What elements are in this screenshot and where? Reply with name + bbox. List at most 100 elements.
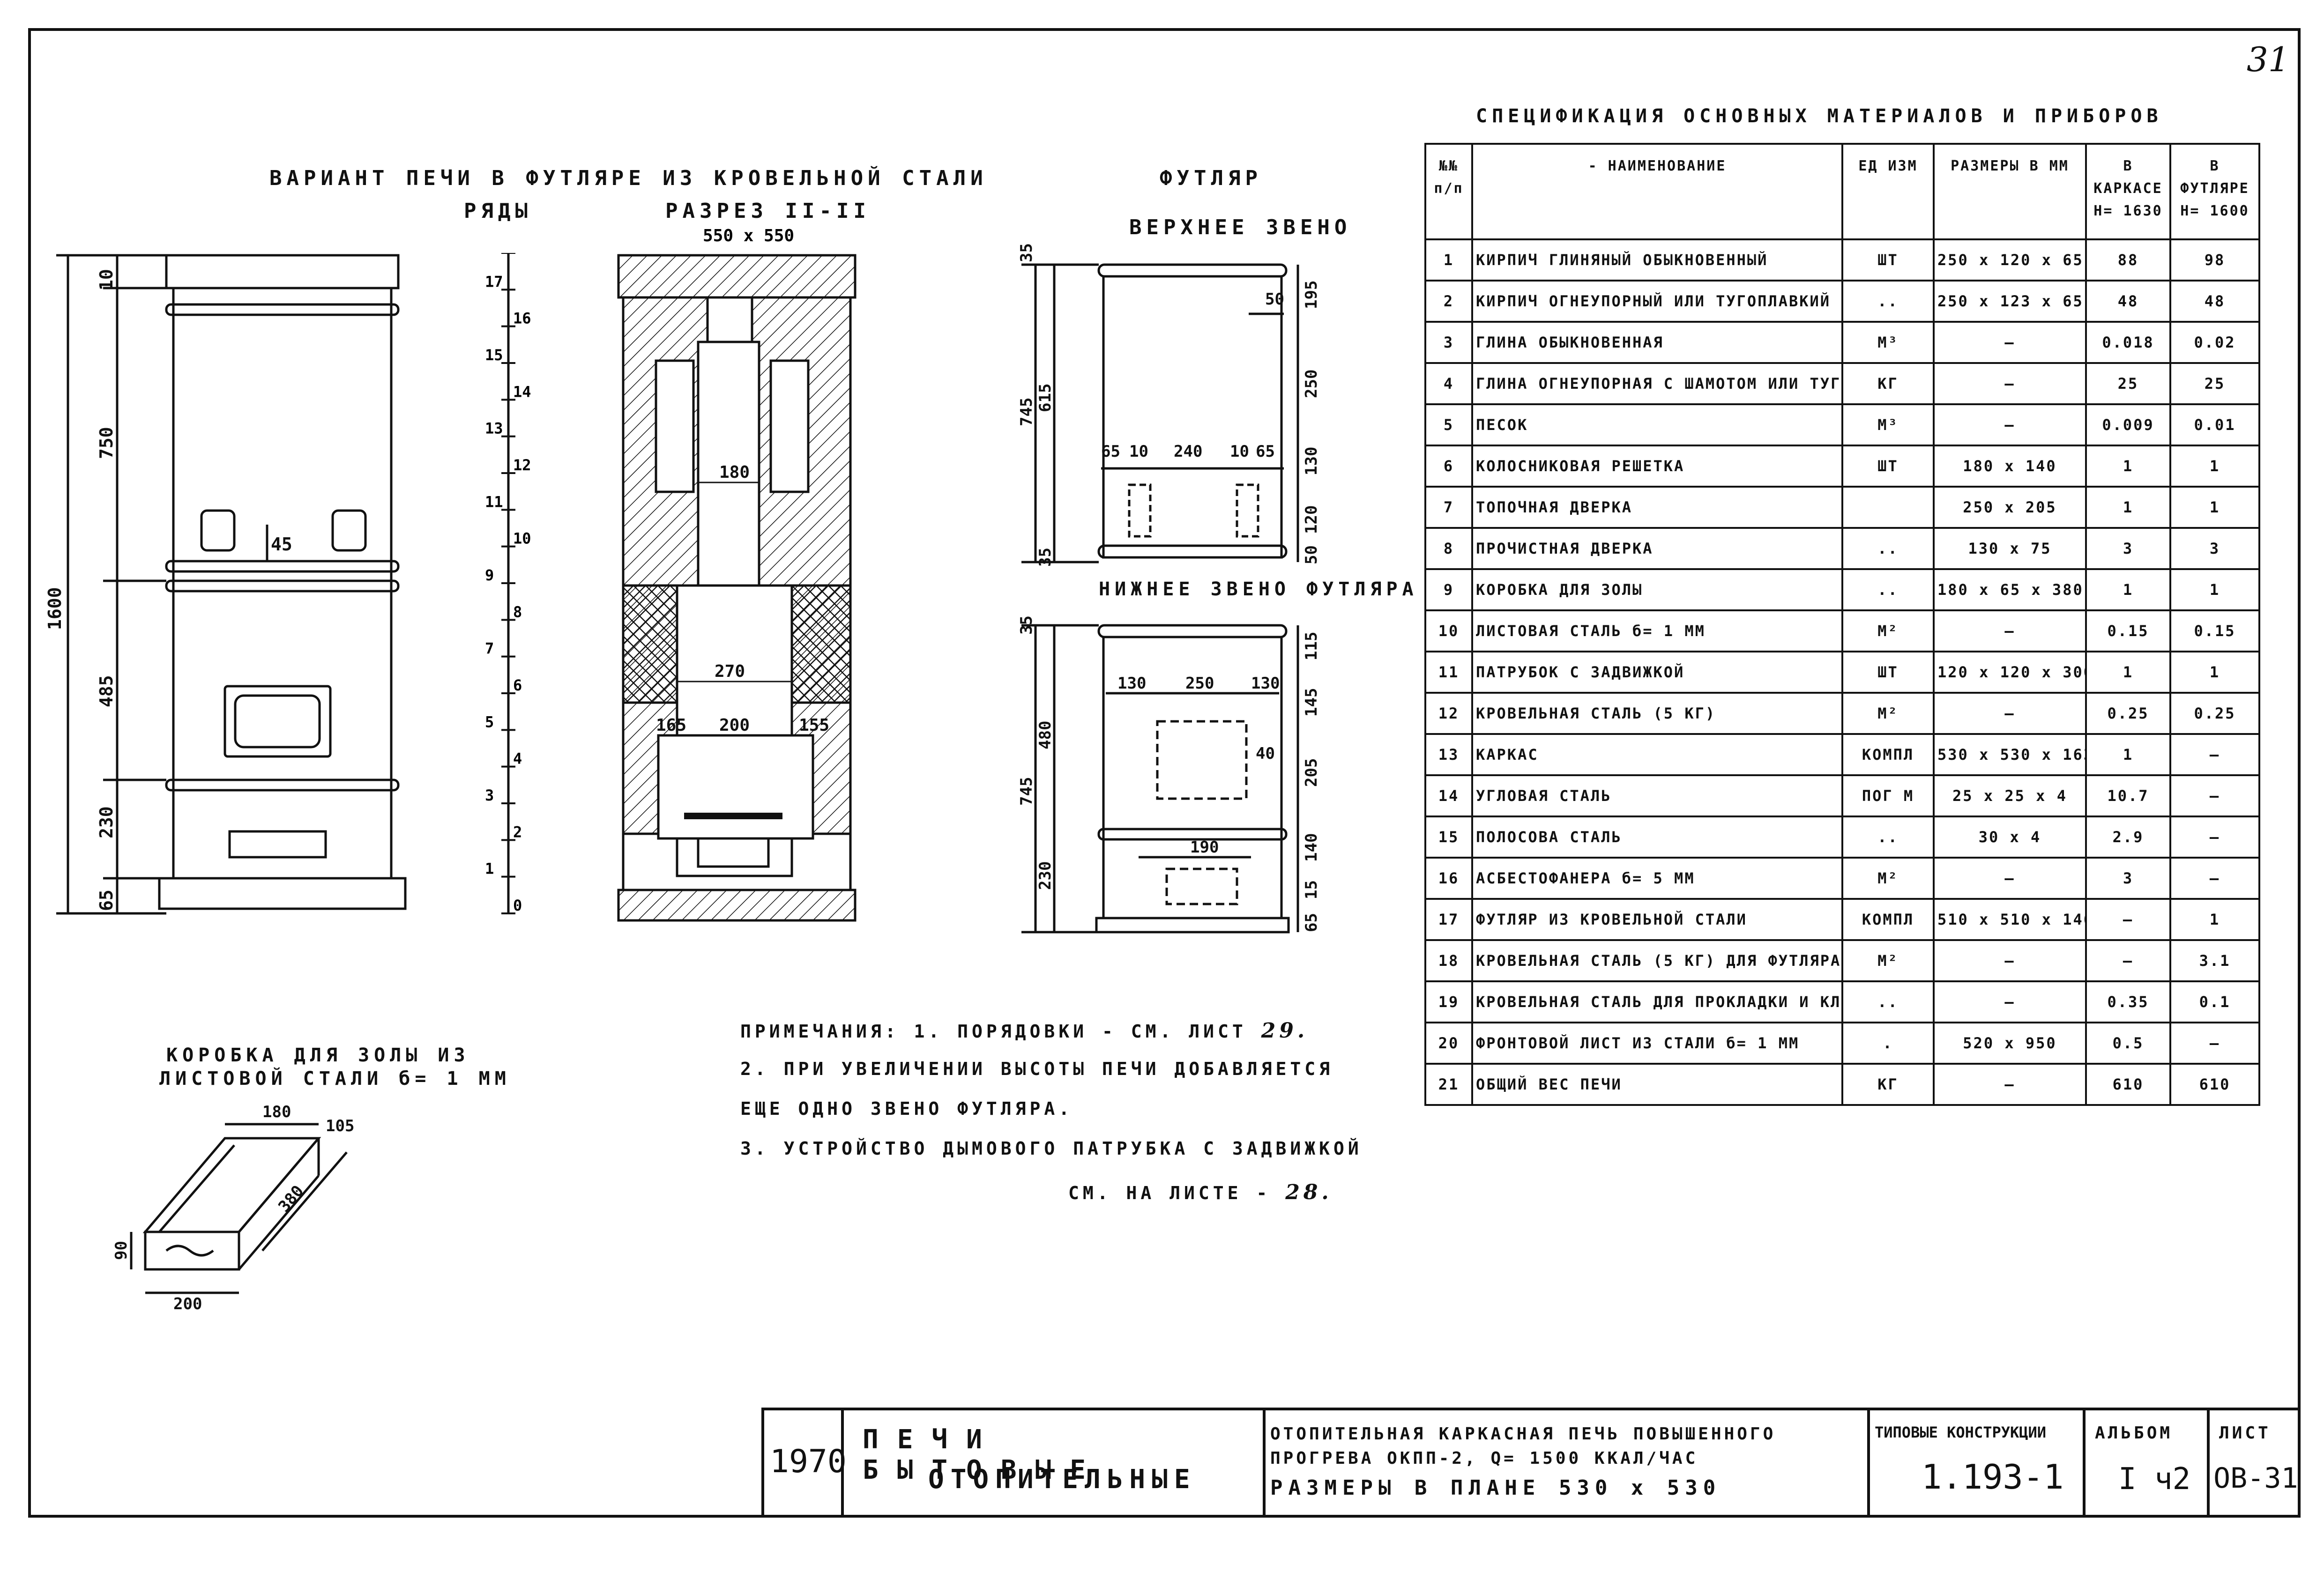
ash-box-drawing: 180 105 380 90 200 [112,1103,354,1312]
spec-frame-qty: — [2085,898,2171,941]
spec-frame-qty: 25 [2085,362,2171,405]
spec-case-qty: 25 [2169,362,2260,405]
dim-35-lower: 35 [1017,615,1036,635]
firebox-door [223,685,332,758]
case-title: ФУТЛЯР [1160,166,1262,190]
row-number: 5 [485,713,494,731]
spec-frame-qty: — [2085,939,2171,982]
dim-750: 750 [96,427,117,459]
spec-unit: КГ [1841,1063,1935,1106]
spec-size: 130 x 75 [1933,527,2087,570]
spec-unit: М² [1841,857,1935,900]
stamp-desc-1: ОТОПИТЕЛЬНАЯ КАРКАСНАЯ ПЕЧЬ ПОВЫШЕННОГО [1270,1424,1776,1444]
note-3a: 3. УСТРОЙСТВО ДЫМОВОГО ПАТРУБКА С ЗАДВИЖ… [740,1138,1363,1159]
spec-unit: М² [1841,939,1935,982]
spec-case-qty: 0.15 [2169,609,2260,652]
ash-box-title-1: КОРОБКА ДЛЯ ЗОЛЫ ИЗ [166,1045,470,1066]
dim-10-right: 10 [1230,442,1249,461]
dim-ash-180: 180 [262,1103,291,1121]
spec-num: 7 [1424,486,1473,529]
dim-180: 180 [719,463,750,482]
stamp-typical-value: 1.193-1 [1922,1457,2064,1497]
spec-frame-qty: 1 [2085,733,2171,776]
spec-name: ТОПОЧНАЯ ДВЕРКА [1471,486,1843,529]
spec-unit: М² [1841,609,1935,652]
spec-case-qty: 1 [2169,445,2260,488]
spec-name: КРОВЕЛЬНАЯ СТАЛЬ (5 КГ) ДЛЯ ФУТЛЯРА [1471,939,1843,982]
case-lower-link: 35 745 480 230 115 145 205 140 15 65 130… [1017,615,1321,934]
spec-size: 25 x 25 x 4 [1933,774,2087,817]
stamp-sheet-cell: ЛИСТ ОВ-31 [2210,1410,2303,1518]
spec-size: 520 x 950 [1933,1022,2087,1065]
spec-unit: М³ [1841,321,1935,364]
dim-40: 40 [1256,744,1275,763]
spec-case-qty: 1 [2169,898,2260,941]
spec-case-qty: 3.1 [2169,939,2260,982]
row-number: 8 [513,603,522,621]
spec-frame-qty: 3 [2085,527,2171,570]
spec-unit: ШТ [1841,651,1935,694]
stamp-desc-2: ПРОГРЕВА ОКПП-2, Q= 1500 ККАЛ/ЧАС [1270,1449,1698,1468]
stamp-album-value: I ч2 [2118,1462,2191,1497]
spec-size: — [1933,980,2087,1023]
spec-frame-qty: 0.5 [2085,1022,2171,1065]
row-number: 4 [513,750,522,768]
spec-case-qty: 98 [2169,238,2260,282]
spec-name: КРОВЕЛЬНАЯ СТАЛЬ (5 КГ) [1471,692,1843,735]
dim-195: 195 [1302,281,1321,309]
spec-frame-qty: 610 [2085,1063,2171,1106]
spec-unit: М² [1841,692,1935,735]
stamp-category-cell: ПЕЧИ БЫТОВЫЕ ОТОПИТЕЛЬНЫЕ [844,1410,1266,1518]
dim-ash-105: 105 [326,1117,354,1135]
stamp-category-1: ПЕЧИ БЫТОВЫЕ [863,1424,1105,1485]
spec-frame-qty: 1 [2085,651,2171,694]
dim-130-right: 130 [1251,674,1280,693]
dim-35-top: 35 [1017,243,1036,262]
spec-unit [1841,486,1935,529]
spec-unit: . [1841,1022,1935,1065]
spec-name: ГЛИНА ОГНЕУПОРНАЯ С ШАМОТОМ ИЛИ ТУГОПЛАВ… [1471,362,1843,405]
dim-ash-90: 90 [112,1241,131,1260]
spec-size: — [1933,692,2087,735]
spec-frame-qty: 0.35 [2085,980,2171,1023]
spec-name: ФРОНТОВОЙ ЛИСТ ИЗ СТАЛИ б= 1 ММ [1471,1022,1843,1065]
spec-size: — [1933,609,2087,652]
spec-name: ПЕСОК [1471,403,1843,446]
col-name: - НАИМЕНОВАНИЕ [1471,143,1843,240]
spec-size: — [1933,939,2087,982]
dim-10-left: 10 [1129,442,1148,461]
spec-num: 15 [1424,815,1473,859]
row-number: 17 [485,273,503,290]
col-size: РАЗМЕРЫ В ММ [1933,143,2087,240]
note-1-ref: 29. [1261,1019,1309,1043]
row-number: 11 [485,493,503,511]
row-number: 13 [485,420,503,437]
spec-size: 250 x 123 x 65 [1933,280,2087,323]
spec-name: КАРКАС [1471,733,1843,776]
spec-header-row: №№ п/п - НАИМЕНОВАНИЕ ЕД ИЗМ РАЗМЕРЫ В М… [1424,143,2260,240]
row-number: 3 [485,786,494,804]
dim-230-lower: 230 [1036,861,1055,890]
dim-485: 485 [96,675,117,707]
spec-unit: .. [1841,527,1935,570]
row-number: 18 [513,253,531,254]
spec-size: 180 x 65 x 380 [1933,568,2087,611]
col-num: №№ п/п [1424,143,1473,240]
spec-num: 18 [1424,939,1473,982]
section-width-dim: 550 x 550 [703,226,794,245]
spec-size: 30 x 4 [1933,815,2087,859]
spec-num: 4 [1424,362,1473,405]
spec-name: ФУТЛЯР ИЗ КРОВЕЛЬНОЙ СТАЛИ [1471,898,1843,941]
front-base [158,877,407,910]
spec-num: 2 [1424,280,1473,323]
spec-unit: .. [1841,980,1935,1023]
spec-frame-qty: 48 [2085,280,2171,323]
dim-240: 240 [1174,442,1202,461]
